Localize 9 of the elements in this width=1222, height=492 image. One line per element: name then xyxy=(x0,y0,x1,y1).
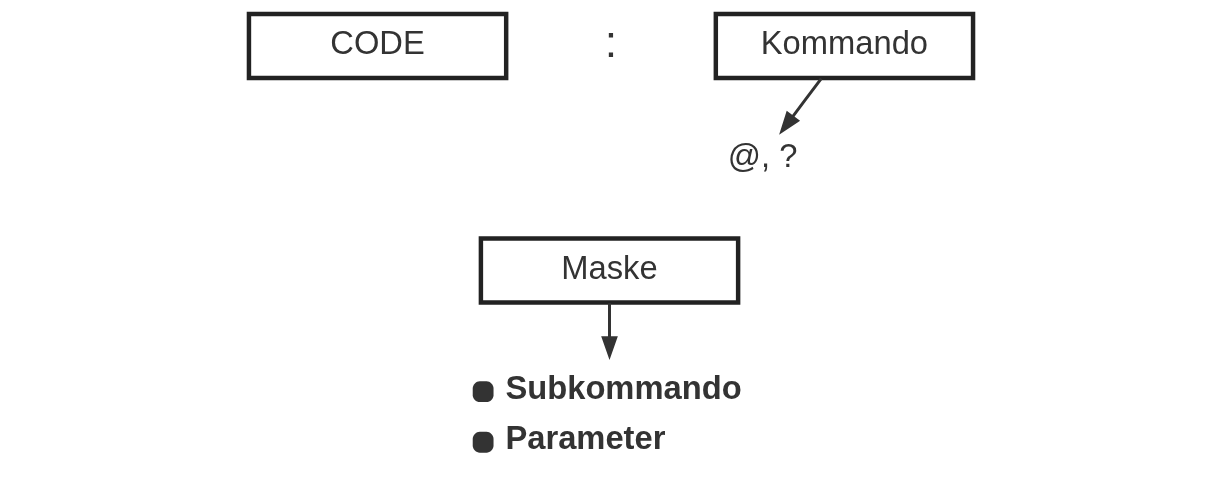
node-label: Subkommando xyxy=(505,368,742,406)
arrow xyxy=(779,77,823,135)
node-text: @, ? xyxy=(727,136,798,174)
node-box: Kommando xyxy=(713,11,976,81)
node-box: CODE xyxy=(246,11,509,81)
node-label: Parameter xyxy=(505,419,666,457)
label: : xyxy=(604,17,618,67)
node-box: Maske xyxy=(478,236,741,305)
arrow xyxy=(601,303,618,360)
